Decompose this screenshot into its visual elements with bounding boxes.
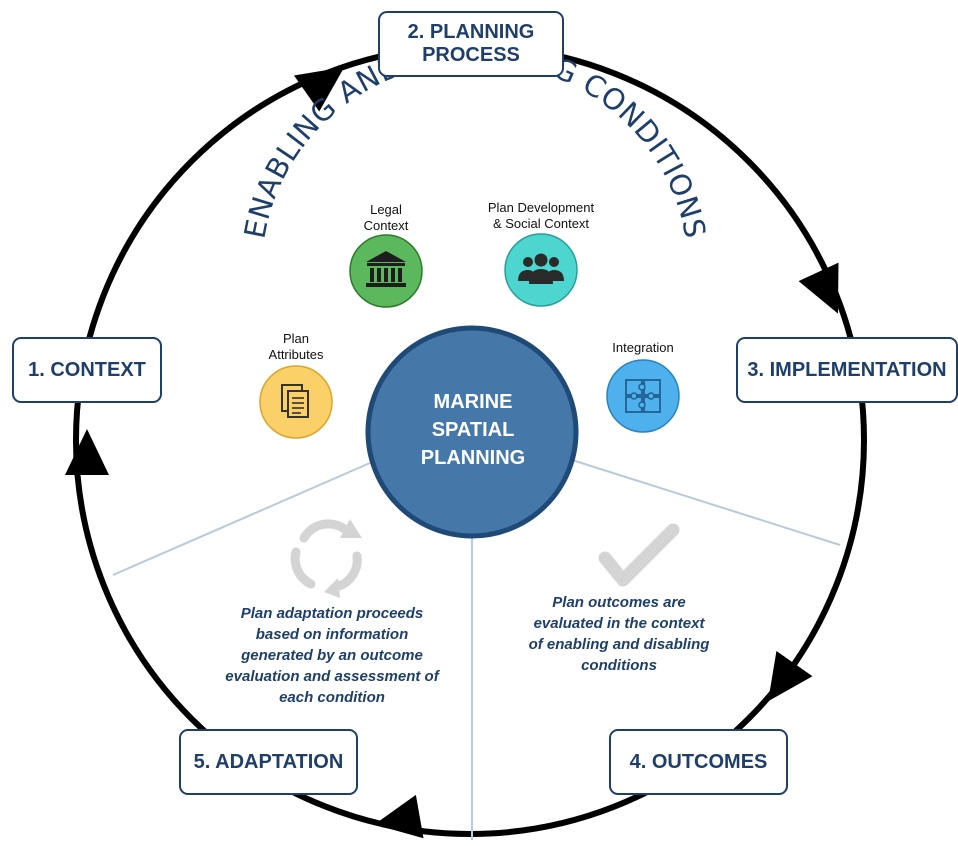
stage-implementation-label: 3. IMPLEMENTATION <box>747 358 947 381</box>
stage-context: 1. CONTEXT <box>12 337 162 403</box>
divider-left <box>112 462 371 576</box>
arrow-planning-to-implementation <box>293 67 345 112</box>
bank-icon <box>349 234 423 308</box>
outcomes-description: Plan outcomes are evaluated in the conte… <box>528 594 710 674</box>
plan-attributes-label: Plan Attributes <box>268 331 324 362</box>
divider-right <box>571 459 841 546</box>
plan-development-label: Plan Development & Social Context <box>487 200 595 231</box>
stage-planning-process-line2: PROCESS <box>422 44 520 66</box>
center-title: MARINE SPATIAL PLANNING <box>420 391 526 469</box>
arrow-context-to-planning <box>65 429 109 475</box>
center-circle <box>365 325 579 539</box>
integration-label: Integration <box>612 340 674 355</box>
stage-adaptation-label: 5. ADAPTATION <box>193 750 344 773</box>
adaptation-description: Plan adaptation proceeds based on inform… <box>225 605 439 706</box>
stage-implementation: 3. IMPLEMENTATION <box>736 337 958 403</box>
refresh-cycle-icon <box>290 519 362 598</box>
people-group-icon <box>504 233 578 307</box>
stage-outcomes: 4. OUTCOMES <box>609 729 788 795</box>
stage-planning-process: 2. PLANNING PROCESS <box>378 11 564 77</box>
arrow-implementation-to-outcomes <box>798 262 839 314</box>
stage-adaptation: 5. ADAPTATION <box>179 729 358 795</box>
arrow-adaptation-to-context <box>374 794 424 839</box>
stage-outcomes-label: 4. OUTCOMES <box>629 750 768 773</box>
documents-icon <box>259 365 333 439</box>
stage-context-label: 1. CONTEXT <box>28 358 146 381</box>
legal-context-label: Legal Context <box>363 202 409 233</box>
arrow-outcomes-to-adaptation <box>768 650 813 702</box>
puzzle-icon <box>606 359 680 433</box>
stage-planning-process-line1: 2. PLANNING <box>407 21 535 43</box>
checkmark-icon <box>598 523 680 587</box>
